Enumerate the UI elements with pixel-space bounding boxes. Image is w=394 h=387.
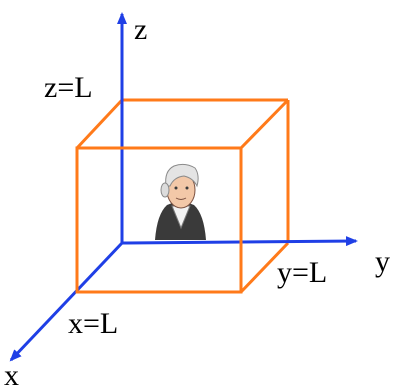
- axes: [9, 12, 358, 362]
- x-axis-line: [9, 241, 124, 362]
- x-axis-label: x: [4, 359, 19, 387]
- y-axis-label: y: [375, 245, 390, 278]
- box-back-edges: [75, 98, 290, 294]
- box-edge-top-left: [75, 98, 124, 150]
- box-edge-bottom-right: [239, 241, 290, 294]
- box-front-face: [75, 146, 243, 294]
- portrait-bust-icon: [155, 163, 206, 240]
- y-axis-line: [121, 236, 358, 247]
- box-edge-top-right: [239, 98, 290, 150]
- z-edge-label: z=L: [44, 71, 93, 104]
- y-edge-label: y=L: [277, 256, 327, 289]
- z-axis-label: z: [134, 13, 147, 46]
- x-edge-label: x=L: [68, 307, 118, 340]
